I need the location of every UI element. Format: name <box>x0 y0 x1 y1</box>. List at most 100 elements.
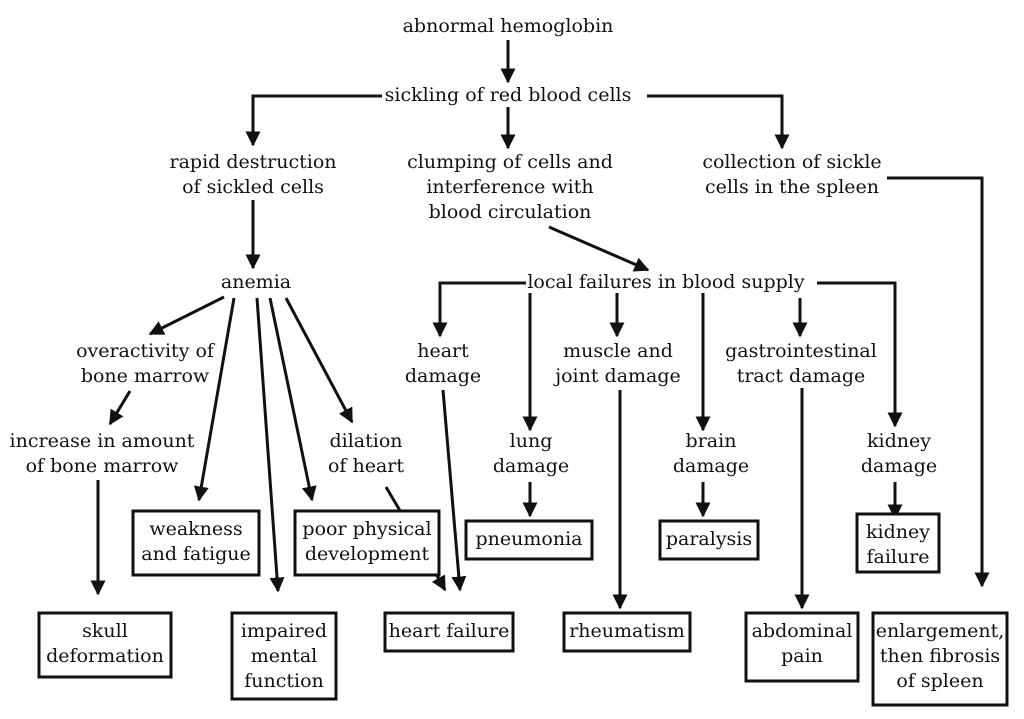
node-abdominal-pain: abdominal pain <box>744 611 860 683</box>
node-label: pain <box>781 645 823 667</box>
node-label: abnormal hemoglobin <box>403 15 614 37</box>
node-kidney-damage: kidney damage <box>861 430 937 477</box>
node-label: and fatigue <box>141 543 250 565</box>
node-label: then fibrosis <box>880 645 1000 667</box>
node-spleen-fibrosis: enlargement, then fibrosis of spleen <box>871 611 1009 707</box>
node-label: abdominal <box>752 620 853 642</box>
node-box <box>383 611 515 653</box>
node-label: development <box>305 543 430 565</box>
node-label: blood circulation <box>429 201 592 223</box>
node-muscle-joint: muscle and joint damage <box>553 340 681 387</box>
node-label: weakness <box>149 518 242 540</box>
node-gi-tract: gastrointestinal tract damage <box>725 340 877 387</box>
node-label: poor physical <box>302 518 431 540</box>
arrow-anemia-to-weakness <box>193 297 236 502</box>
node-weakness: weakness and fatigue <box>131 509 261 577</box>
node-box <box>37 611 173 679</box>
node-label: kidney <box>867 430 931 452</box>
arrow-sickling-to-collection-spleen <box>647 94 790 150</box>
node-box <box>464 519 594 561</box>
node-skull-deformation: skull deformation <box>37 611 173 679</box>
node-heart-damage: heart damage <box>405 340 481 387</box>
node-label: anemia <box>221 271 291 293</box>
node-label: of heart <box>328 455 404 477</box>
node-label: rheumatism <box>569 620 685 642</box>
node-label: brain <box>686 430 737 452</box>
node-label: damage <box>861 455 937 477</box>
node-lung-damage: lung damage <box>493 430 569 477</box>
node-label: failure <box>866 546 929 568</box>
node-label: lung <box>510 430 553 452</box>
arrow-local-failures-to-heart-damage <box>432 281 526 338</box>
node-box <box>744 611 860 683</box>
node-label: impaired <box>241 620 327 642</box>
node-clumping: clumping of cells and interference with bl… <box>407 151 613 223</box>
node-label: damage <box>405 365 481 387</box>
node-anemia: anemia <box>221 271 291 293</box>
node-label: gastrointestinal <box>725 340 877 362</box>
node-rheumatism: rheumatism <box>562 611 692 653</box>
node-label: sickling of red blood cells <box>385 84 632 106</box>
node-box <box>871 611 1009 707</box>
node-label: damage <box>673 455 749 477</box>
node-label: deformation <box>46 645 164 667</box>
node-label: mental <box>251 645 318 667</box>
node-label: damage <box>493 455 569 477</box>
nodes: abnormal hemoglobin sickling of red blood… <box>10 15 1009 707</box>
node-heart-failure: heart failure <box>383 611 515 653</box>
node-poor-development: poor physical development <box>293 509 441 577</box>
node-impaired-mental: impaired mental function <box>230 611 338 701</box>
node-paralysis: paralysis <box>658 519 760 561</box>
node-box <box>658 519 760 561</box>
node-box <box>855 512 941 574</box>
node-box <box>131 509 261 577</box>
node-overactivity: overactivity of bone marrow <box>76 340 216 387</box>
node-label: rapid destruction <box>170 151 337 173</box>
edges <box>90 40 990 610</box>
arrow-anemia-to-dilation-heart <box>284 297 354 424</box>
arrow-anemia-to-poor-development <box>268 297 317 502</box>
node-label: overactivity of <box>76 340 216 362</box>
node-local-failures: local failures in blood supply <box>527 271 805 293</box>
node-label: pneumonia <box>476 528 583 550</box>
arrow-local-failures-to-kidney-damage <box>817 281 903 428</box>
node-label: skull <box>82 620 128 642</box>
node-label: heart failure <box>389 620 510 642</box>
node-label: local failures in blood supply <box>527 271 805 293</box>
arrow-overactivity-to-increase-marrow <box>108 390 132 426</box>
node-label: tract damage <box>737 365 866 387</box>
arrow-clumping-to-local-failures <box>548 225 650 272</box>
node-box <box>293 509 441 577</box>
node-label: interference with <box>426 176 593 198</box>
arrow-sickling-to-rapid-destruction <box>245 94 382 147</box>
node-label: function <box>244 670 324 692</box>
node-label: of bone marrow <box>26 455 180 477</box>
node-label: paralysis <box>666 528 752 550</box>
arrow-anemia-to-impaired-mental <box>255 297 285 593</box>
node-label: collection of sickle <box>702 151 881 173</box>
node-label: increase in amount <box>10 430 195 452</box>
node-label: joint damage <box>553 365 681 387</box>
node-dilation-heart: dilation of heart <box>328 430 404 477</box>
node-increase-marrow: increase in amount of bone marrow <box>10 430 195 477</box>
node-kidney-failure: kidney failure <box>855 512 941 574</box>
node-label: of spleen <box>896 670 983 692</box>
node-label: heart <box>417 340 469 362</box>
arrow-collection-spleen-to-spleen-fibrosis <box>887 176 990 588</box>
arrow-heart-damage-to-heart-failure <box>441 389 467 592</box>
arrow-anemia-to-overactivity <box>148 295 225 336</box>
node-label: of sickled cells <box>182 176 324 198</box>
node-label: dilation <box>329 430 402 452</box>
node-label: bone marrow <box>81 365 210 387</box>
node-abnormal-hemoglobin: abnormal hemoglobin <box>403 15 614 37</box>
node-sickling: sickling of red blood cells <box>385 84 632 106</box>
node-rapid-destruction: rapid destruction of sickled cells <box>170 151 337 198</box>
node-label: kidney <box>866 521 930 543</box>
node-label: clumping of cells and <box>407 151 613 173</box>
node-label: muscle and <box>563 340 673 362</box>
node-box <box>562 611 692 653</box>
node-brain-damage: brain damage <box>673 430 749 477</box>
node-label: enlargement, <box>876 620 1005 642</box>
